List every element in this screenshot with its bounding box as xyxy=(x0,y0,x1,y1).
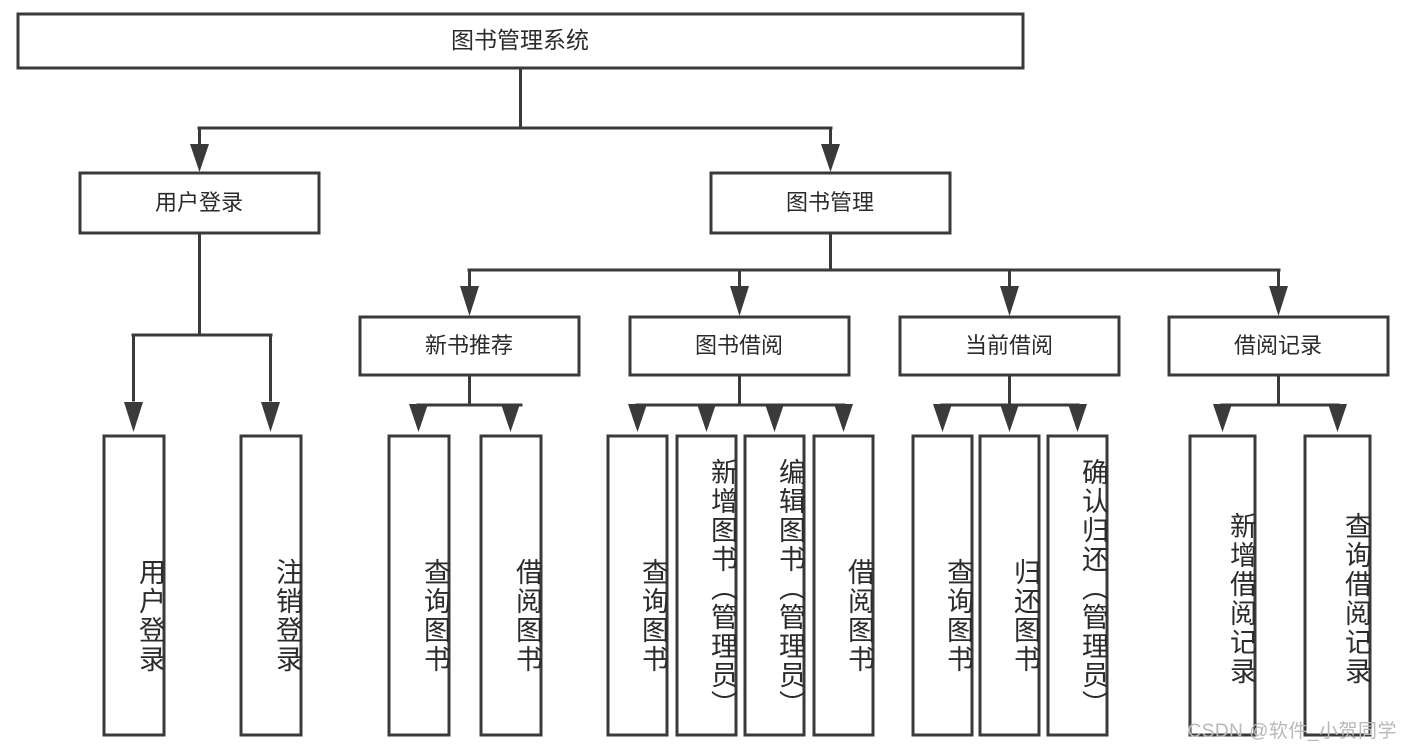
node-root-label: 图书管理系统 xyxy=(451,27,589,53)
csdn-watermark: CSDN @软件_小贺同学 xyxy=(1187,721,1397,742)
arrowhead-cb-leaf1 xyxy=(933,404,952,432)
leaf-bb-add-book-rect[interactable] xyxy=(675,434,738,737)
node-user-login-label: 用户登录 xyxy=(155,190,243,215)
leaf-boxes-user-login xyxy=(102,434,303,737)
node-root-rect[interactable] xyxy=(16,12,1025,70)
node-root[interactable]: 图书管理系统 xyxy=(16,12,1025,70)
arrowhead-bb-leaf2 xyxy=(697,404,716,432)
leaf-nb-query-book-rect[interactable] xyxy=(387,434,451,737)
connectors-book-mgmt-to-level3 xyxy=(460,231,1288,316)
arrowhead-book-mgmt xyxy=(821,144,840,172)
node-current-borrow-label: 当前借阅 xyxy=(965,333,1053,358)
leaf-br-add-record-rect[interactable] xyxy=(1188,434,1257,737)
node-borrow-record-label: 借阅记录 xyxy=(1234,333,1322,358)
node-current-borrow-rect[interactable] xyxy=(898,315,1121,377)
connectors-borrow-record-subtree xyxy=(1213,373,1347,432)
leaf-boxes-new-book-recommend xyxy=(387,434,543,737)
arrowhead-book-borrow xyxy=(730,286,749,316)
arrowhead-new-book xyxy=(460,286,479,316)
node-book-borrow[interactable]: 图书借阅 xyxy=(628,315,851,377)
connectors-current-borrow-subtree xyxy=(933,373,1087,432)
arrowhead-cb-leaf3 xyxy=(1068,404,1087,432)
leaf-bb-edit-book-rect[interactable] xyxy=(743,434,806,737)
arrowhead-borrow-record xyxy=(1269,286,1288,316)
arrowhead-leaf-user-login xyxy=(124,402,143,432)
leaf-cb-return-book-rect[interactable] xyxy=(978,434,1041,737)
leaf-bb-borrow-book-rect[interactable] xyxy=(812,434,875,737)
node-book-borrow-label: 图书借阅 xyxy=(695,333,783,358)
node-new-book-recommend-rect[interactable] xyxy=(358,315,581,377)
node-borrow-record[interactable]: 借阅记录 xyxy=(1167,315,1390,377)
node-book-management-label: 图书管理 xyxy=(786,190,874,215)
node-user-login[interactable]: 用户登录 xyxy=(78,171,321,235)
node-book-management-rect[interactable] xyxy=(709,171,952,235)
node-current-borrow[interactable]: 当前借阅 xyxy=(898,315,1121,377)
arrowhead-br-leaf1 xyxy=(1213,404,1232,432)
arrowhead-leaf-logout xyxy=(261,402,280,432)
leaf-bb-query-book-rect[interactable] xyxy=(606,434,669,737)
arrowhead-user-login xyxy=(190,144,209,172)
leaf-logout-rect[interactable] xyxy=(239,434,303,737)
node-user-login-rect[interactable] xyxy=(78,171,321,235)
leaf-br-query-record-rect[interactable] xyxy=(1303,434,1372,737)
leaf-boxes-book-borrow xyxy=(606,434,875,737)
leaf-boxes-borrow-record xyxy=(1188,434,1372,737)
arrowhead-bb-leaf3 xyxy=(765,404,784,432)
node-borrow-record-rect[interactable] xyxy=(1167,315,1390,377)
arrowhead-nb-leaf1 xyxy=(409,404,428,432)
arrowhead-bb-leaf4 xyxy=(834,404,853,432)
connectors-new-book-subtree xyxy=(409,373,523,432)
leaf-cb-query-book-rect[interactable] xyxy=(911,434,974,737)
arrowhead-cb-leaf2 xyxy=(1000,404,1019,432)
leaf-boxes-current-borrow xyxy=(911,434,1109,737)
leaf-nb-borrow-book-rect[interactable] xyxy=(479,434,543,737)
leaf-cb-confirm-return-rect[interactable] xyxy=(1046,434,1109,737)
arrowhead-current-borrow xyxy=(1000,286,1019,316)
arrowhead-br-leaf2 xyxy=(1328,404,1347,432)
connectors-root-to-level2 xyxy=(190,66,840,172)
connectors-user-login-subtree xyxy=(124,231,280,432)
node-new-book-recommend[interactable]: 新书推荐 xyxy=(358,315,581,377)
arrowhead-nb-leaf2 xyxy=(501,404,520,432)
node-book-management[interactable]: 图书管理 xyxy=(709,171,952,235)
leaf-user-login-rect[interactable] xyxy=(102,434,166,737)
node-new-book-recommend-label: 新书推荐 xyxy=(425,333,513,358)
node-book-borrow-rect[interactable] xyxy=(628,315,851,377)
connectors-book-borrow-subtree xyxy=(628,373,853,432)
arrowhead-bb-leaf1 xyxy=(628,404,647,432)
